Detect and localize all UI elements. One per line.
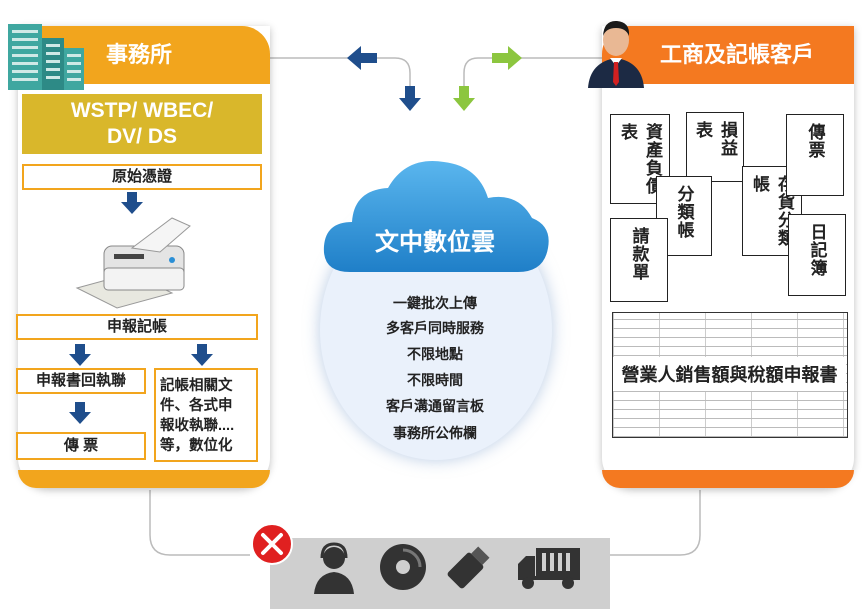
related-docs-line: 記帳相關文: [160, 378, 233, 394]
receipt-box: 申報書回執聯: [16, 368, 146, 394]
cross-icon: [251, 523, 293, 565]
doc-label: 請款單: [629, 227, 649, 281]
call-center-icon: [314, 542, 354, 594]
arrow-down-icon: [121, 192, 143, 214]
client-title: 工商及記帳客戶: [660, 42, 815, 67]
doc-label: 傳票: [805, 123, 825, 159]
doc-label: 分類帳: [674, 185, 694, 239]
businessman-icon: [588, 20, 644, 88]
cloud-feature: 多客戶同時服務: [386, 320, 484, 336]
doc-invoice: 請款單: [610, 218, 668, 302]
cloud-feature: 不限時間: [407, 372, 463, 388]
product-box: WSTP/ WBEC/ DV/ DS: [22, 94, 262, 154]
arrow-down-icon: [69, 344, 91, 366]
arrow-down-icon: [399, 86, 421, 111]
product-line-1: WSTP/ WBEC/: [70, 99, 214, 122]
cloud-title: 文中數位雲: [375, 229, 495, 256]
building-icon: [8, 24, 84, 90]
product-line-2: DV/ DS: [106, 125, 177, 148]
arrow-down-icon: [69, 402, 91, 424]
arrow-down-icon: [191, 344, 213, 366]
doc-voucher: 傳票: [786, 114, 844, 196]
tax-form: 營業人銷售額與稅額申報書: [612, 312, 848, 438]
arrow-right-icon: [492, 46, 522, 70]
office-footer-bar: [18, 470, 270, 488]
cloud-feature: 一鍵批次上傳: [393, 295, 477, 311]
cloud-feature: 客戶溝通留言板: [386, 398, 484, 414]
transmit-box: 傳 票: [16, 432, 146, 460]
doc-journal: 日記簿: [788, 214, 846, 296]
office-title: 事務所: [106, 42, 173, 67]
usb-drive-icon: [447, 546, 490, 589]
cloud-feature: 不限地點: [407, 346, 463, 362]
declare-box: 申報記帳: [16, 314, 258, 340]
arrow-left-icon: [347, 46, 377, 70]
source-doc-box: 原始憑證: [22, 164, 262, 190]
related-docs-line: 報收執聯....: [160, 418, 235, 434]
related-docs-line: 等，數位化: [160, 438, 233, 454]
related-docs-line: 件、各式申: [160, 398, 233, 414]
tax-form-title: 營業人銷售額與稅額申報書: [613, 357, 846, 391]
client-header: 工商及記帳客戶: [602, 26, 854, 84]
truck-icon: [518, 548, 580, 589]
doc-label: 日記簿: [807, 223, 827, 277]
cloud-feature: 事務所公佈欄: [393, 425, 477, 441]
doc-label: 損益表: [693, 121, 737, 157]
client-footer-bar: [602, 470, 854, 488]
cloud-icon: [323, 161, 549, 272]
scanner-icon: [75, 217, 191, 309]
related-docs-box: 記帳相關文 件、各式申 報收執聯.... 等，數位化: [154, 368, 258, 462]
doc-income-statement: 損益表: [686, 112, 744, 182]
disc-icon: [380, 544, 426, 590]
arrow-up-icon: [453, 86, 475, 111]
